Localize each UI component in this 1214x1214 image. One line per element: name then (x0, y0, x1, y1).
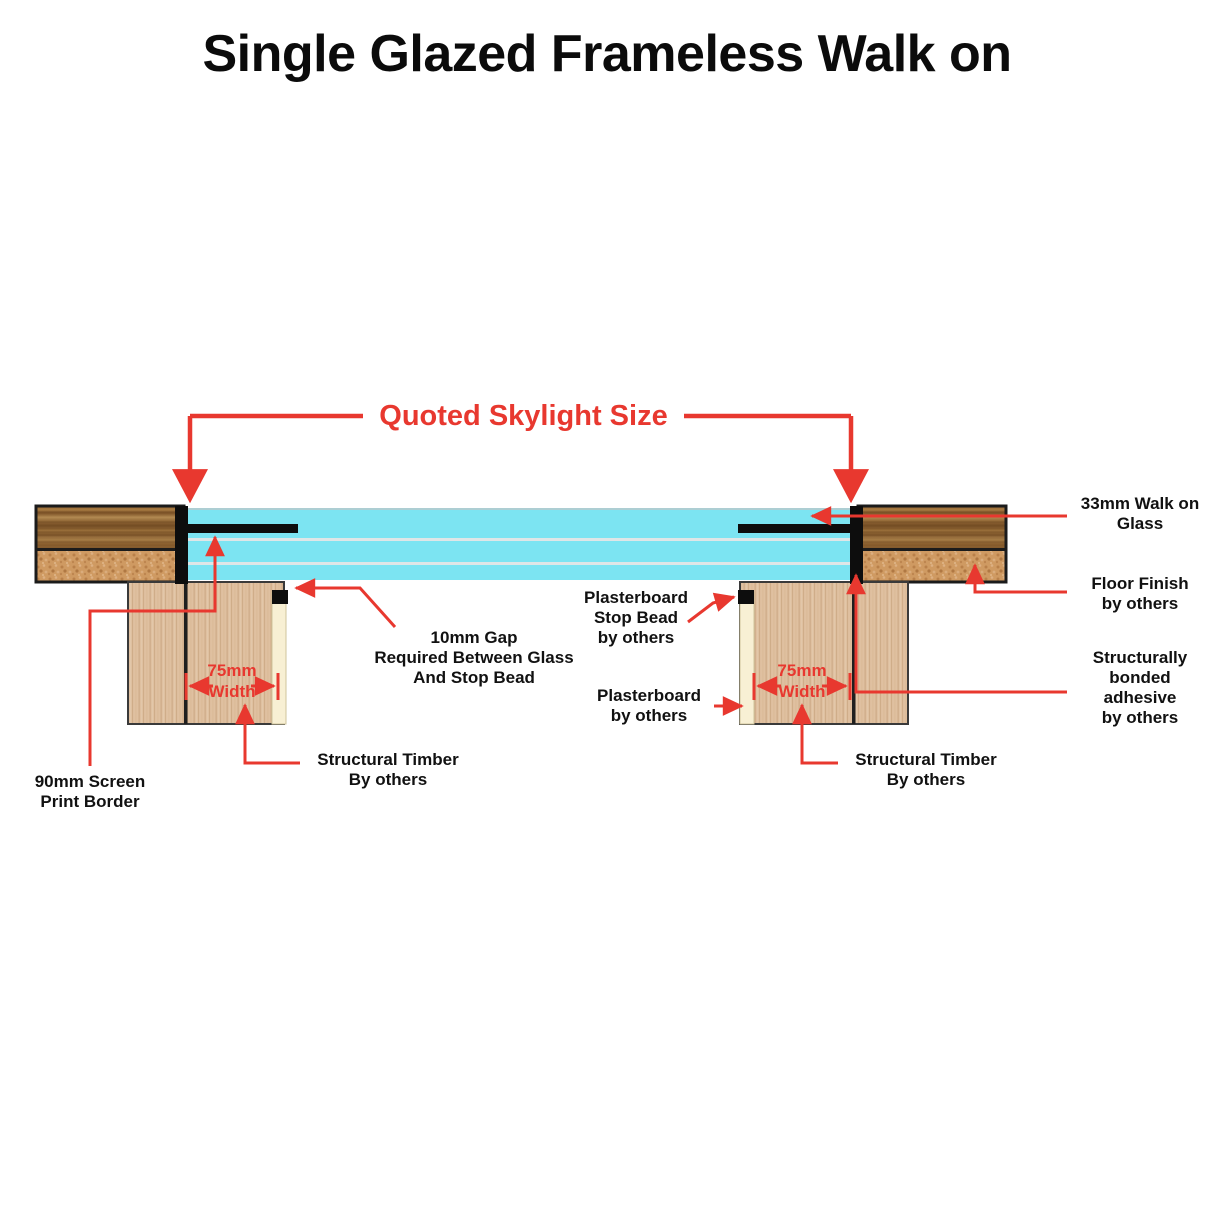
plasterboard-stop-bead-left (272, 590, 288, 604)
screen-print-border-right (738, 524, 850, 533)
floor-finish-leader (965, 563, 1067, 594)
structural-timber-post-right (738, 581, 909, 725)
bonded-adhesive-right (850, 506, 863, 584)
dimension-75mm-right-label: 75mm Width (777, 661, 827, 702)
structural-timber-post-left (127, 581, 288, 725)
structural-timber-left-label: Structural Timber By others (317, 750, 459, 790)
gap-note-leader (294, 578, 397, 629)
plasterboard-label: Plasterboard by others (597, 686, 701, 726)
screen-print-border-label: 90mm Screen Print Border (34, 772, 146, 812)
structural-timber-right-label: Structural Timber By others (855, 750, 997, 790)
bonded-adhesive-label: Structurally bonded adhesive by others (1092, 648, 1188, 728)
dimension-75mm-right (752, 673, 852, 700)
dimension-75mm-left-label: 75mm Width (207, 661, 257, 702)
walk-on-glass-label: 33mm Walk on Glass (1080, 494, 1200, 534)
screen-print-border-leader (88, 535, 225, 766)
quoted-skylight-size-label: Quoted Skylight Size (379, 400, 668, 432)
plasterboard-stop-bead-label: Plasterboard Stop Bead by others (584, 588, 688, 648)
gap-note-label: 10mm Gap Required Between Glass And Stop… (374, 628, 574, 688)
stop-bead-leader (687, 592, 736, 624)
screen-print-border-left (188, 524, 298, 533)
dimension-75mm-left (184, 673, 280, 700)
bonded-adhesive-left (175, 506, 188, 584)
floor-finish-label: Floor Finish by others (1091, 574, 1189, 614)
quoted-skylight-size-leader (172, 413, 869, 504)
walk-on-glass-pane (182, 508, 858, 580)
bonded-adhesive-leader (846, 573, 1067, 694)
floor-finish-left (34, 504, 186, 584)
page-title: Single Glazed Frameless Walk on (202, 25, 1012, 83)
structural-timber-left-leader (235, 703, 300, 765)
plasterboard-stop-bead-right (738, 590, 754, 604)
structural-timber-right-leader (792, 703, 838, 765)
